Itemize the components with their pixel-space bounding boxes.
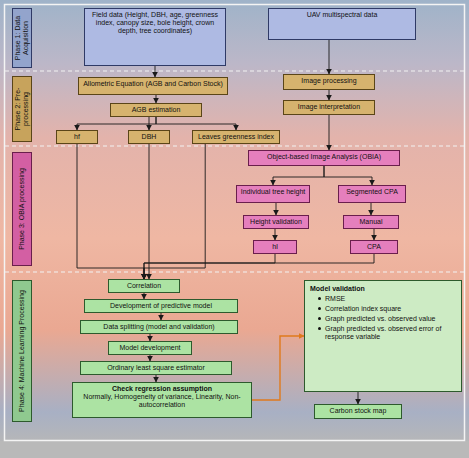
process-box: Image processing: [283, 74, 375, 90]
variable-box: hf: [56, 130, 98, 144]
process-box: Segmented CPA: [338, 185, 406, 203]
bullet-text: RMSE: [325, 295, 345, 303]
process-box: Object-based Image Analysis (OBIA): [248, 150, 400, 166]
process-box: Correlation: [108, 279, 180, 293]
phase-divider: [5, 146, 464, 147]
process-box: Image interpretation: [283, 100, 375, 115]
flow-arrow: [77, 117, 156, 130]
flow-arrow: [374, 229, 375, 240]
process-box: Development of predictive model: [84, 299, 238, 313]
flow-arrow: [324, 166, 372, 185]
box-text: Development of predictive model: [88, 302, 234, 310]
flow-arrow: [144, 254, 275, 279]
phase-label: Phase 2: Pre-processing: [12, 76, 32, 142]
box-text: Allometric Equation (AGB and Carbon Stoc…: [82, 80, 224, 88]
process-box: Check regression assumptionNormally, Hom…: [72, 382, 252, 418]
flow-arrow: [329, 90, 330, 100]
box-text: Correlation: [112, 282, 176, 290]
bullet-text: Correlation index square: [325, 305, 401, 313]
phase-title: Phase 2: Pre-processing: [14, 79, 30, 139]
box-text: Data splitting (model and validation): [84, 323, 234, 331]
box-text: Individual tree height: [240, 188, 306, 196]
flow-arrow: [156, 117, 236, 130]
variable-box: Leaves greenness index: [192, 130, 280, 144]
bullet-text: Graph predicted vs. observed error of re…: [325, 325, 456, 341]
flow-arrow: [149, 144, 150, 279]
flow-arrow: [149, 117, 150, 130]
bullet-dot: [318, 317, 321, 320]
bullet-row: Graph predicted vs. observed error of re…: [310, 325, 456, 341]
process-box: Allometric Equation (AGB and Carbon Stoc…: [78, 77, 228, 95]
flow-arrow: [329, 115, 330, 150]
bottom-strip: [0, 441, 469, 458]
flow-arrow: [155, 66, 156, 77]
flow-arrow: [276, 203, 277, 215]
validation-box: Model validationRMSE Correlation index sq…: [304, 280, 462, 392]
box-heading: Check regression assumption: [76, 385, 248, 393]
box-text: DBH: [132, 133, 166, 141]
bullet-text: Graph predicted vs. observed value: [325, 315, 436, 323]
phase-divider: [5, 272, 464, 273]
variable-box: DBH: [128, 130, 170, 144]
box-text: Field data (Height, DBH, age, greenness …: [88, 11, 222, 35]
box-text: CPA: [354, 243, 394, 251]
flow-arrow: [144, 254, 374, 279]
bullet-dot: [318, 307, 321, 310]
box-heading: Model validation: [310, 285, 456, 293]
box-text: hl: [257, 243, 293, 251]
box-text: Object-based Image Analysis (OBIA): [252, 153, 396, 161]
box-text: Height validation: [247, 218, 305, 226]
process-box: Ordinary least square estimator: [80, 361, 232, 375]
variable-box: CPA: [350, 240, 398, 254]
data-box: UAV multispectral data: [268, 8, 416, 40]
flow-arrow: [329, 40, 330, 74]
process-box: AGB estimation: [110, 103, 202, 117]
process-box: Manual: [343, 215, 399, 229]
flow-arrow: [161, 313, 162, 320]
flow-arrow: [371, 203, 372, 215]
bullet-dot: [318, 327, 321, 330]
box-text: Ordinary least square estimator: [84, 364, 228, 372]
box-text: AGB estimation: [114, 106, 198, 114]
phase-title: Phase 4: Machine Learning Processing: [18, 283, 26, 419]
flow-arrow: [77, 144, 144, 279]
box-text: hf: [60, 133, 94, 141]
phase-divider: [5, 71, 464, 72]
phase-label: Phase 3: OBIA processing: [12, 152, 32, 266]
box-text: Carbon stock map: [318, 407, 398, 415]
bullet-dot: [318, 297, 321, 300]
flow-arrow: [273, 166, 324, 185]
box-text: Manual: [347, 218, 395, 226]
box-text: Image processing: [287, 77, 371, 85]
flow-arrow: [252, 336, 304, 400]
process-box: Carbon stock map: [314, 404, 402, 419]
flow-arrow: [156, 95, 157, 103]
data-box: Field data (Height, DBH, age, greenness …: [84, 8, 226, 66]
bullet-row: Correlation index square: [310, 305, 456, 313]
flow-arrow: [150, 334, 151, 341]
box-text: UAV multispectral data: [272, 11, 412, 19]
bullet-row: RMSE: [310, 295, 456, 303]
phase-title: Phase 3: OBIA processing: [18, 155, 26, 263]
flow-arrow: [358, 392, 359, 404]
flow-arrow: [156, 375, 157, 382]
box-text: Segmented CPA: [342, 188, 402, 196]
process-box: Individual tree height: [236, 185, 310, 203]
box-text: Leaves greenness index: [196, 133, 276, 141]
box-text: Model development: [112, 344, 188, 352]
phase-title: Phase 1: Data Acquisition: [14, 11, 30, 65]
phase-label: Phase 1: Data Acquisition: [12, 8, 32, 68]
process-box: Model development: [108, 341, 192, 355]
flow-arrow: [144, 144, 205, 279]
box-text: Image interpretation: [287, 103, 371, 111]
process-box: Height validation: [243, 215, 309, 229]
variable-box: hl: [253, 240, 297, 254]
outer-frame: [5, 5, 465, 441]
bullet-row: Graph predicted vs. observed value: [310, 315, 456, 323]
phase-label: Phase 4: Machine Learning Processing: [12, 280, 32, 422]
flow-arrow: [275, 229, 276, 240]
process-box: Data splitting (model and validation): [80, 320, 238, 334]
box-text: Normally, Homogeneity of variance, Linea…: [76, 393, 248, 409]
